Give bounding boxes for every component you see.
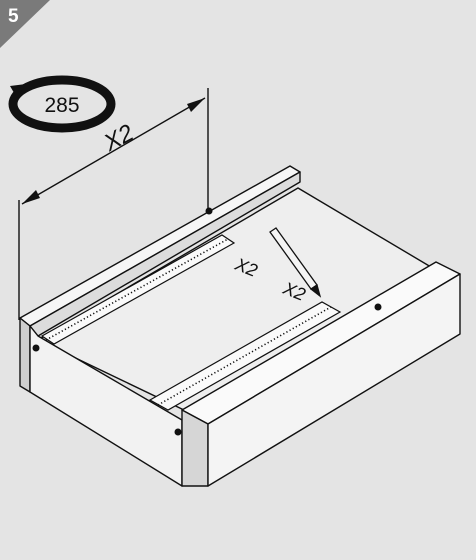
arrow-left-icon	[22, 190, 40, 204]
end-panel-edge	[181, 409, 209, 487]
dowel-hole-icon	[174, 428, 182, 436]
pencil-icon	[269, 227, 322, 298]
length-value: 285	[44, 94, 79, 117]
dimension-line	[21, 97, 206, 205]
dimension-multiplier: X2	[99, 119, 138, 157]
dowel-hole-icon	[205, 207, 213, 215]
end-panel-face	[207, 273, 461, 487]
drawer-box	[19, 165, 461, 487]
left-panel-edge	[19, 317, 31, 393]
step-number: 5	[8, 6, 19, 27]
arrow-right-icon	[187, 98, 205, 112]
dimension-indicator	[18, 88, 209, 320]
ring-icon	[8, 75, 116, 133]
step-corner-tab	[0, 0, 50, 48]
length-callout: 285	[8, 75, 116, 133]
measuring-tape-back	[40, 234, 236, 345]
dowel-hole-icon	[374, 303, 382, 311]
dowel-hole-icon	[32, 344, 40, 352]
measuring-tape-front	[148, 301, 342, 411]
